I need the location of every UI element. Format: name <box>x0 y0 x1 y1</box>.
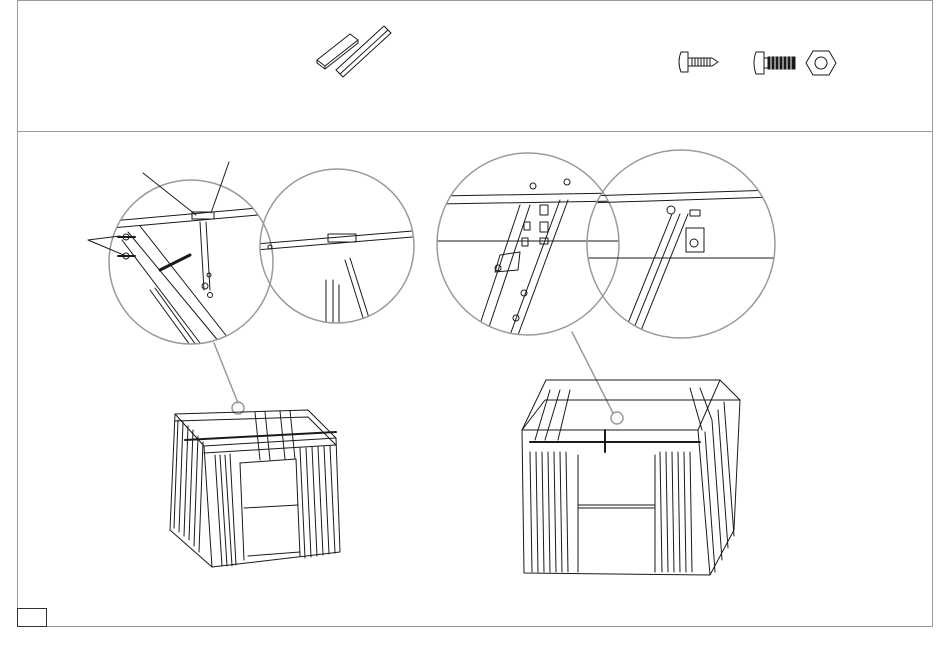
detail-circle-4 <box>586 150 776 338</box>
detail-circle-1 <box>88 162 280 345</box>
detail-circle-3 <box>436 153 620 335</box>
self-tapping-screw-icon <box>679 52 718 72</box>
shed-right <box>522 380 740 575</box>
panel-strip-icon <box>317 26 391 77</box>
leader-line-left <box>214 343 238 403</box>
leader-line-right <box>572 332 613 413</box>
hex-nut-icon <box>806 51 836 75</box>
detail-circle-2 <box>255 169 425 340</box>
shed-left <box>170 410 340 567</box>
bolt-icon <box>754 52 795 74</box>
